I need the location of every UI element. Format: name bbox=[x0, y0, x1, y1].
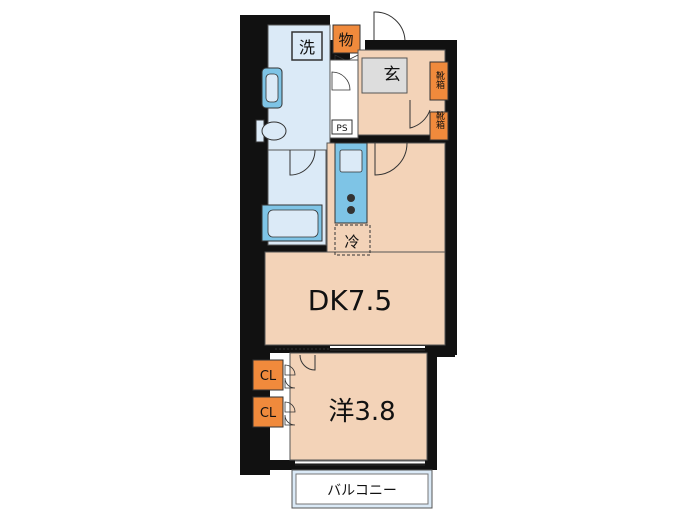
kitchen-counter bbox=[334, 142, 368, 224]
balcony-label: バルコニー bbox=[327, 483, 397, 499]
closet-lower-label: CL bbox=[260, 406, 277, 421]
pipe-space-label: PS bbox=[336, 124, 347, 134]
washer-box bbox=[291, 31, 323, 61]
bathtub-icon bbox=[261, 204, 323, 242]
dk-label: DK7.5 bbox=[308, 284, 392, 317]
western-room-label: 洋3.8 bbox=[328, 397, 395, 427]
refrigerator-space bbox=[334, 224, 371, 256]
shoe-box-upper-label: 靴箱 bbox=[434, 70, 445, 90]
entrance-floor bbox=[361, 57, 408, 94]
dk-room-lower bbox=[264, 251, 446, 346]
sliding-door bbox=[275, 346, 425, 351]
western-room bbox=[289, 352, 428, 461]
storage-box bbox=[332, 24, 361, 54]
shoe-box-lower-label: 靴箱 bbox=[434, 110, 445, 130]
stove-burner-icon bbox=[347, 206, 355, 214]
refrigerator-label: 冷 bbox=[344, 233, 359, 251]
stove-burner-icon bbox=[347, 194, 355, 202]
bath-door-swing bbox=[289, 149, 316, 176]
entrance-door-swing bbox=[409, 100, 431, 129]
dk-door-swing bbox=[374, 142, 408, 176]
shoe-box-upper bbox=[429, 61, 449, 101]
pipe-space bbox=[331, 119, 353, 135]
storage-label: 物 bbox=[338, 31, 353, 49]
closet-lower bbox=[252, 396, 284, 428]
toilet-icon bbox=[255, 119, 287, 143]
washer-label: 洗 bbox=[299, 38, 315, 57]
western-door-swing bbox=[299, 354, 316, 371]
closet-upper bbox=[252, 359, 284, 391]
balcony-window bbox=[295, 460, 425, 466]
shoe-box-lower bbox=[429, 111, 449, 141]
closet-upper-label: CL bbox=[260, 369, 277, 384]
entrance-label: 玄 bbox=[384, 65, 401, 85]
front-door-swing bbox=[373, 11, 406, 41]
